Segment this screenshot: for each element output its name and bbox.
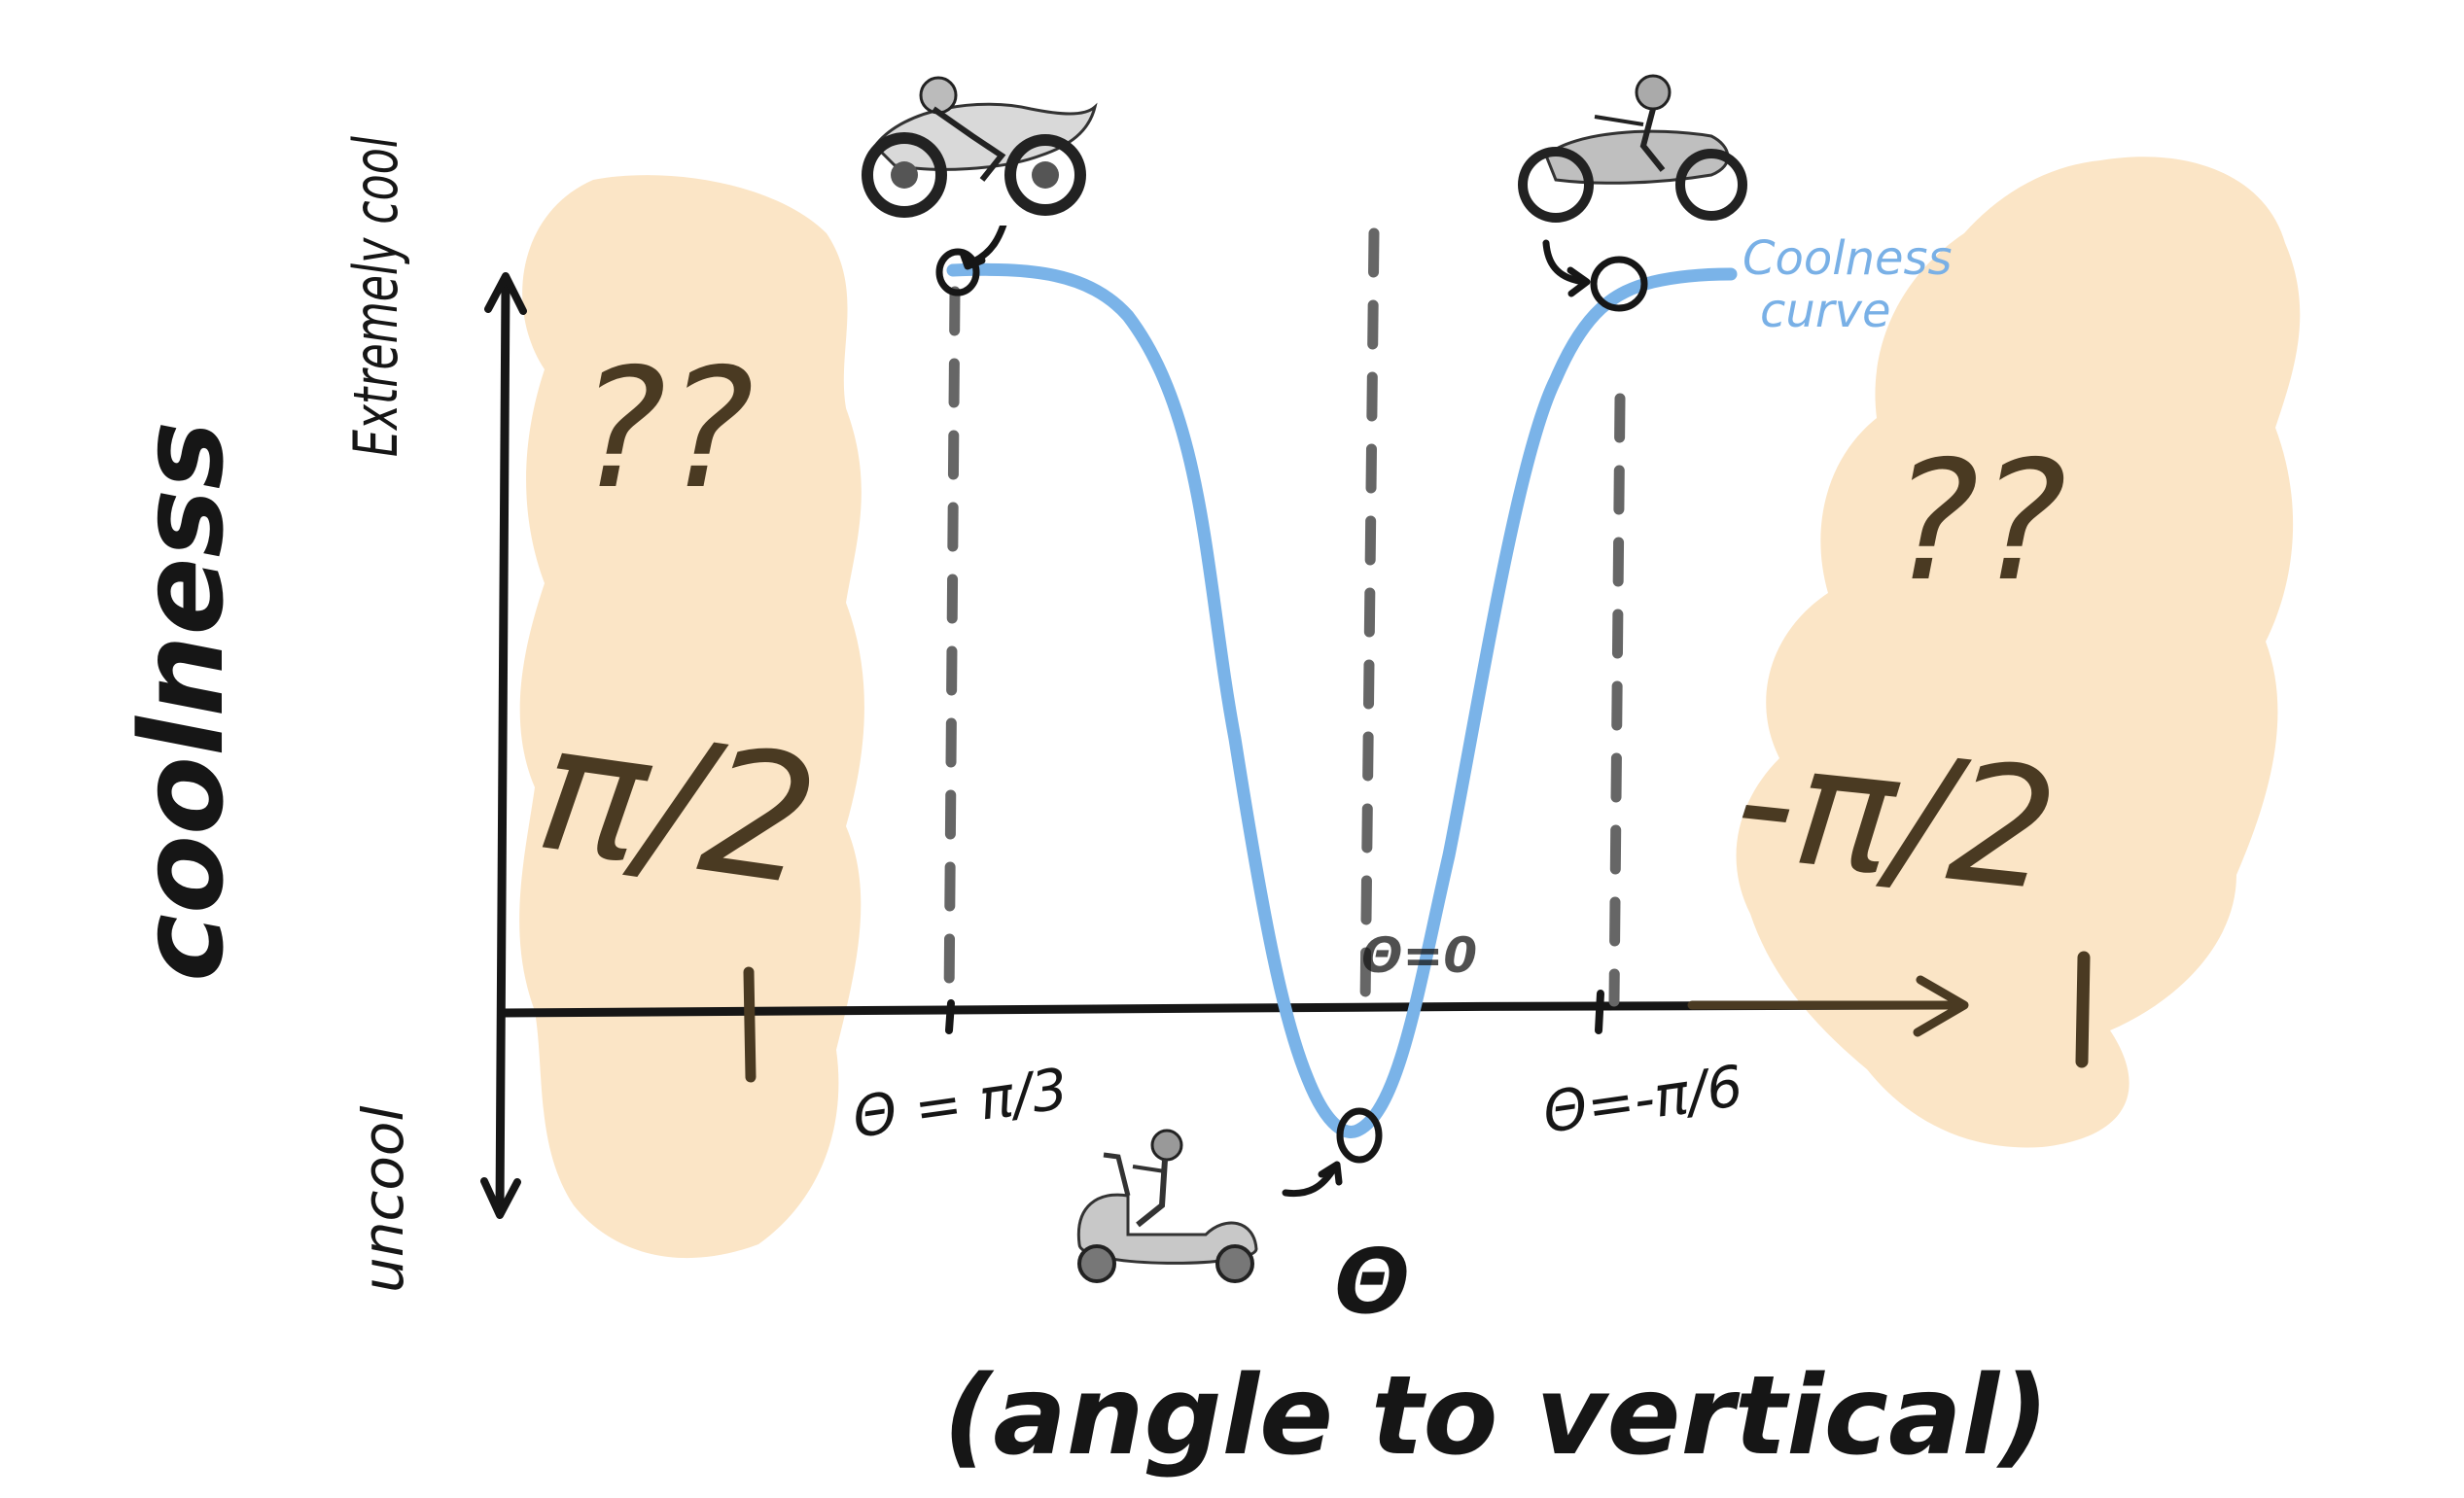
cruiser-rider-picture <box>1505 60 1756 224</box>
curve-points <box>935 248 1648 1164</box>
guide-zero <box>1359 227 1380 1012</box>
left-unknown-region <box>519 175 864 1259</box>
right-unknown-region <box>1736 157 2301 1148</box>
arrow-to-cruiser-point <box>1542 239 1589 286</box>
scooter-rider-picture <box>1055 1123 1261 1290</box>
sportbike-rider-picture <box>844 70 1098 226</box>
point-neg-pi-over-6 <box>1590 256 1648 312</box>
y-axis-top-label: Extremely cool <box>340 136 411 457</box>
y-axis-bottom-label: uncool <box>350 1106 416 1294</box>
left-region-angle: π/2 <box>527 686 828 925</box>
guide-neg-pi-over-6 <box>1608 393 1626 1007</box>
y-axis <box>480 272 527 1219</box>
point-zero <box>1336 1107 1383 1164</box>
y-axis-title: coolness <box>115 421 249 982</box>
tick-label-neg-pi-over-6: Θ=-π/6 <box>1538 1053 1746 1146</box>
curve-label-line1: Coolness <box>1742 231 1953 286</box>
x-axis-description: (angle to vertical) <box>943 1353 2049 1480</box>
dashed-guides <box>943 227 1626 1012</box>
right-region-angle: -π/2 <box>1727 704 2065 928</box>
arrow-to-scooter-point <box>1282 1163 1339 1198</box>
x-axis-symbol: Θ <box>1334 1230 1410 1334</box>
coolness-curve <box>946 262 1738 1138</box>
left-edge-tick <box>743 966 757 1083</box>
left-region-question-marks: ?? <box>579 333 754 526</box>
curve-label: Coolness curve <box>1742 231 1953 338</box>
guide-pi-over-3 <box>943 286 961 1007</box>
point-pi-over-3 <box>935 248 980 296</box>
pointer-arrows <box>959 200 1591 1198</box>
curve-label-line2: curve <box>1760 284 1890 338</box>
x-axis-ticks <box>743 951 2091 1083</box>
right-edge-tick <box>2075 951 2091 1068</box>
tick-label-zero: Θ=0 <box>1361 927 1477 984</box>
tick-label-pi-over-3: Θ = π/3 <box>848 1056 1072 1151</box>
x-axis <box>497 975 1969 1037</box>
right-region-question-marks: ?? <box>1891 426 2066 618</box>
